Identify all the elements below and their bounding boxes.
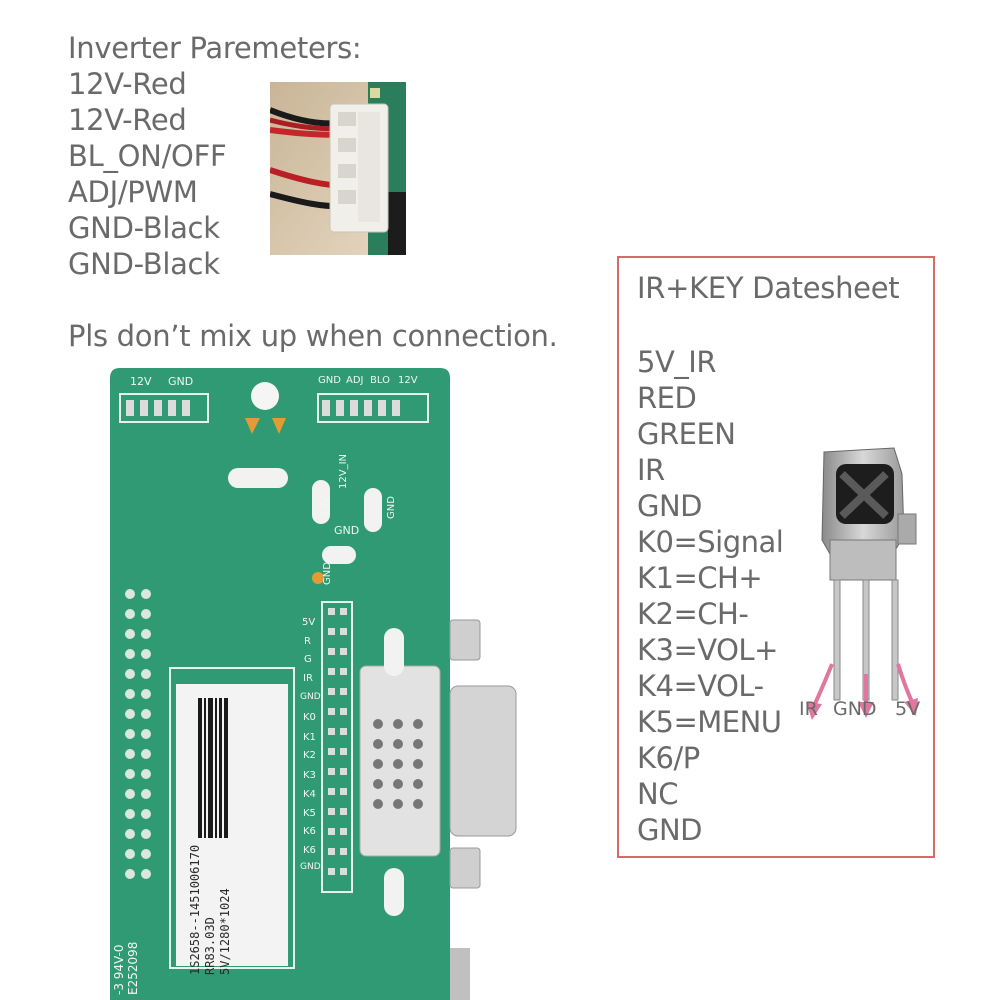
inverter-pin-6: GND-Black [68, 247, 220, 281]
inverter-pin-4: ADJ/PWM [68, 175, 198, 209]
datasheet-pin-7: K1=CH+ [637, 561, 763, 595]
inverter-pin-2: 12V-Red [68, 103, 187, 137]
datasheet-pin-9: K3=VOL+ [637, 633, 778, 667]
datasheet-title: IR+KEY Datesheet [637, 271, 900, 305]
connection-warning-note: Pls don’t mix up when connection. [68, 319, 558, 353]
datasheet-pin-1: 5V_IR [637, 345, 717, 379]
datasheet-pin-12: K6/P [637, 741, 700, 775]
inverter-pin-1: 12V-Red [68, 67, 187, 101]
inverter-title: Inverter Paremeters: [68, 31, 362, 65]
ir-receiver-icon [806, 447, 918, 720]
datasheet-pin-10: K4=VOL- [637, 669, 764, 703]
receiver-label-5v: 5V [895, 698, 921, 720]
inverter-pin-3: BL_ON/OFF [68, 139, 227, 173]
datasheet-pin-13: NC [637, 777, 678, 811]
inverter-pin-list: 12V-Red 12V-Red BL_ON/OFF ADJ/PWM GND-Bl… [68, 66, 227, 282]
datasheet-pin-6: K0=Signal [637, 525, 784, 559]
datasheet-pin-11: K5=MENU [637, 705, 782, 739]
receiver-label-gnd: GND [833, 698, 877, 720]
pcb-board-photo [110, 368, 517, 1000]
datasheet-pin-list: 5V_IR RED GREEN IR GND K0=Signal K1=CH+ … [637, 344, 784, 848]
datasheet-pin-14: GND [637, 813, 703, 847]
ir-key-datasheet-panel: IR+KEY Datesheet 5V_IR RED GREEN IR GND … [617, 256, 935, 858]
datasheet-pin-4: IR [637, 453, 665, 487]
inverter-pin-5: GND-Black [68, 211, 220, 245]
inverter-connector-photo [270, 82, 406, 255]
receiver-label-ir: IR [799, 698, 818, 720]
datasheet-pin-8: K2=CH- [637, 597, 749, 631]
datasheet-pin-2: RED [637, 381, 697, 415]
datasheet-pin-3: GREEN [637, 417, 736, 451]
datasheet-pin-5: GND [637, 489, 703, 523]
